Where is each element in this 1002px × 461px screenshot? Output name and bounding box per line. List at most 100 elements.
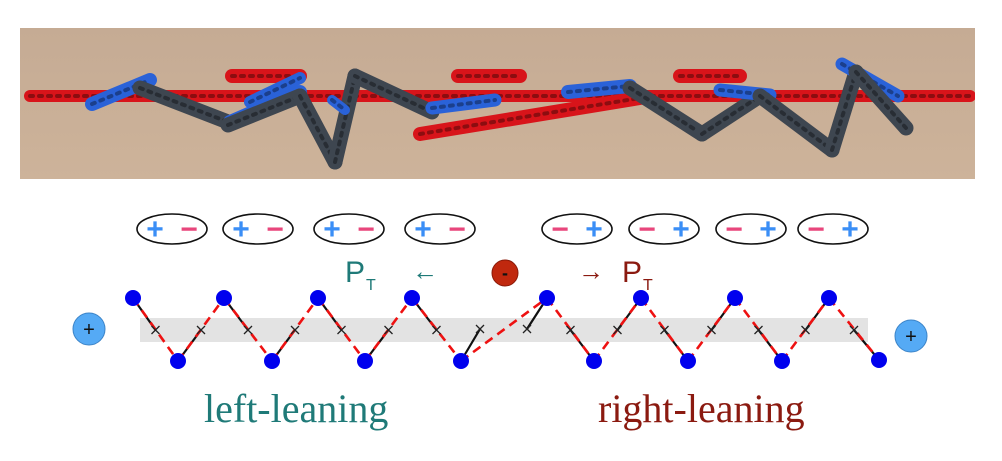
dipole-right-0: −+	[541, 213, 613, 246]
beam-holes	[138, 86, 230, 124]
plus-sign: +	[414, 213, 432, 246]
plus-sign: +	[323, 213, 341, 246]
beam-holes	[830, 70, 858, 152]
minus-sign: −	[448, 213, 466, 246]
bond-midpoint-cross-icon	[337, 325, 346, 335]
minus-sign: −	[551, 213, 569, 246]
bond-midpoint-cross-icon	[849, 325, 859, 335]
pt-left-symbol: P	[345, 256, 365, 289]
lego-beam	[327, 68, 363, 170]
plus-sign: +	[585, 213, 603, 246]
dashed-bond	[827, 297, 881, 361]
bond-midpoint-cross-icon	[384, 325, 393, 335]
beam-holes	[430, 98, 497, 110]
positive-charge-right-end: +	[894, 319, 928, 353]
chain-node	[680, 353, 696, 369]
beam-holes	[333, 74, 357, 164]
bond-midpoint-cross-icon	[754, 325, 763, 335]
plus-sign: +	[759, 213, 777, 246]
chain-node	[539, 290, 555, 306]
lego-beam	[220, 88, 308, 133]
dashed-bond	[545, 297, 596, 362]
bond-midpoint-cross-icon	[196, 325, 206, 335]
chain-node	[310, 290, 326, 306]
chain-node	[821, 290, 837, 306]
chain-node	[125, 290, 141, 306]
lego-beam	[752, 88, 840, 158]
lego-beam	[413, 91, 647, 141]
bond-midpoint-cross-icon	[660, 325, 669, 335]
dashed-bond	[460, 296, 548, 363]
lego-beam	[824, 64, 864, 158]
left-leaning-label: left-leaning	[204, 386, 389, 431]
dipole-left-0: +−	[136, 213, 208, 246]
pt-right-subscript: T	[643, 277, 653, 294]
minus-sign: −	[807, 213, 825, 246]
dashed-bond	[410, 297, 463, 362]
beam-holes	[566, 84, 632, 94]
lego-beam	[244, 72, 306, 108]
dipole-left-3: +−	[404, 213, 476, 246]
beam-holes	[418, 96, 642, 136]
right-leaning-label: right-leaning	[598, 386, 805, 431]
bond-midpoint-cross-icon	[707, 325, 716, 335]
pt-right-symbol: P	[622, 256, 642, 289]
dashed-bond	[686, 297, 737, 362]
beam-holes	[758, 94, 834, 152]
minus-sign: −	[725, 213, 743, 246]
dashed-bond	[176, 297, 226, 362]
plus-sign: +	[672, 213, 690, 246]
arrow-left-icon: ←	[412, 256, 438, 286]
lego-beam	[694, 88, 768, 142]
lego-beam	[425, 93, 502, 115]
lego-beam	[292, 88, 343, 170]
lego-beam	[561, 79, 637, 99]
beam-holes	[854, 70, 908, 130]
bond-midpoint-cross-icon	[151, 325, 160, 335]
dashed-bond	[780, 297, 831, 362]
chain-node	[216, 290, 232, 306]
dashed-bond	[363, 297, 414, 362]
beam-holes	[628, 86, 704, 136]
bond-midpoint-cross-icon	[432, 325, 441, 335]
dipole-left-2: +−	[313, 213, 385, 246]
beam-holes	[718, 88, 772, 97]
chain-node	[871, 352, 887, 368]
plus-sign: +	[841, 213, 859, 246]
dipole-right-3: −+	[797, 213, 869, 246]
bond-midpoint-cross-icon	[566, 325, 575, 335]
dashed-bond	[316, 297, 367, 362]
beam-holes	[226, 94, 302, 127]
minus-sign: −	[357, 213, 375, 246]
beam-holes	[330, 98, 347, 112]
svg-text:+: +	[905, 326, 917, 348]
minus-sign: −	[638, 213, 656, 246]
chain-node	[586, 353, 602, 369]
dashed-bond	[592, 297, 643, 362]
dashed-bond	[639, 297, 690, 362]
lego-beam	[848, 64, 914, 136]
chain-node	[264, 353, 280, 369]
chain-node	[774, 353, 790, 369]
chain-node	[453, 353, 469, 369]
dipole-right-1: −+	[628, 213, 700, 246]
beam-holes	[298, 94, 337, 164]
lego-beam	[622, 80, 710, 142]
lego-beams	[24, 57, 975, 170]
arrow-right-icon: →	[578, 256, 604, 286]
minus-sign: −	[266, 213, 284, 246]
beam-holes	[353, 74, 434, 114]
dashed-bond	[222, 297, 274, 362]
bond-midpoint-cross-icon	[475, 324, 485, 334]
beam-holes	[700, 94, 762, 136]
svg-text:-: -	[502, 263, 508, 283]
svg-text:+: +	[83, 319, 95, 341]
bond-midpoint-cross-icon	[801, 325, 810, 335]
dashed-bond	[270, 297, 320, 362]
dipole-left-1: +−	[222, 213, 294, 246]
lego-beam	[132, 80, 236, 130]
dashed-bond	[733, 297, 784, 362]
chain-node	[633, 290, 649, 306]
dipole-right-2: −+	[715, 213, 787, 246]
